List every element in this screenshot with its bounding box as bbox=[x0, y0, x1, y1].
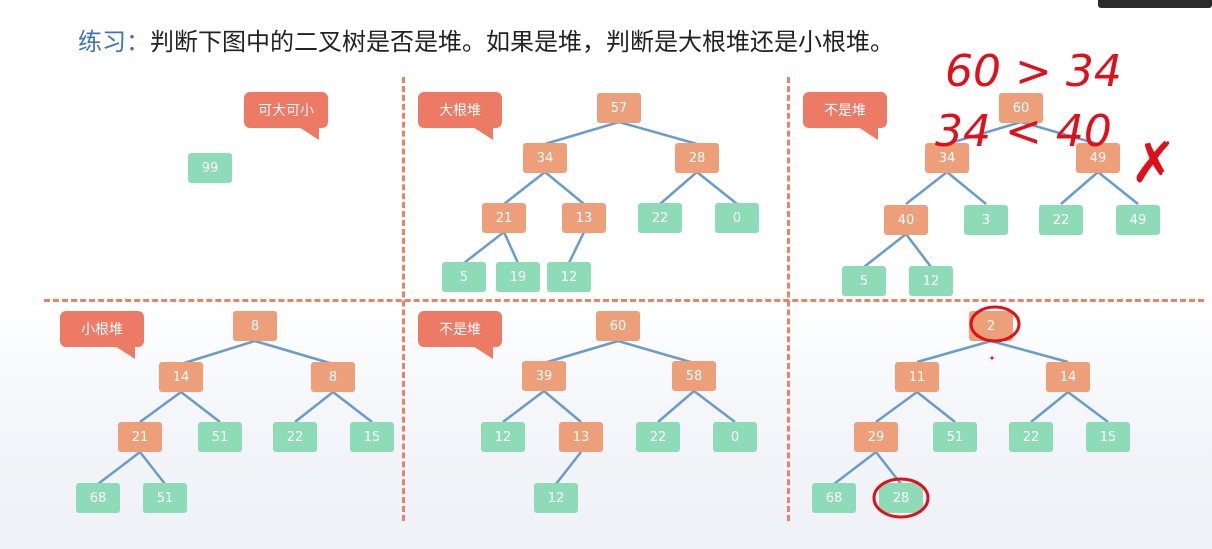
tree-node: 14 bbox=[159, 362, 203, 392]
tree-node: 3 bbox=[964, 205, 1008, 235]
tree-node: 22 bbox=[638, 203, 682, 233]
callout-panel-5: 不是堆 bbox=[418, 311, 502, 347]
tree-node: 60 bbox=[999, 93, 1043, 123]
tree-node: 11 bbox=[895, 362, 939, 392]
annotation-line-2: 34 < 40 bbox=[935, 106, 1112, 157]
tree-node: 51 bbox=[143, 483, 187, 513]
tree-node: 57 bbox=[597, 93, 641, 123]
tree-node: 29 bbox=[854, 422, 898, 452]
tree-node: 21 bbox=[118, 422, 162, 452]
title-lead: 练习： bbox=[78, 28, 150, 56]
tree-node: 40 bbox=[884, 205, 928, 235]
callout-panel-3: 不是堆 bbox=[803, 92, 887, 128]
tree-node: 5 bbox=[842, 266, 886, 296]
tree-node: 99 bbox=[188, 153, 232, 183]
tree-node: 0 bbox=[713, 422, 757, 452]
tree-node: 39 bbox=[522, 361, 566, 391]
tree-node: 49 bbox=[1076, 143, 1120, 173]
tree-node: 60 bbox=[596, 311, 640, 341]
tree-node: 2 bbox=[969, 311, 1013, 341]
tree-node: 8 bbox=[233, 311, 277, 341]
tree-node: 34 bbox=[925, 143, 969, 173]
tree-node: 13 bbox=[562, 203, 606, 233]
tree-node: 22 bbox=[273, 422, 317, 452]
exercise-title: 练习：判断下图中的二叉树是否是堆。如果是堆，判断是大根堆还是小根堆。 bbox=[78, 22, 894, 57]
callout-panel-2: 大根堆 bbox=[418, 92, 502, 128]
tree-node: 68 bbox=[76, 483, 120, 513]
tree-node: 28 bbox=[879, 483, 923, 513]
ink-dot bbox=[990, 356, 994, 360]
circle-node-2 bbox=[969, 305, 1021, 343]
tree-node: 15 bbox=[350, 422, 394, 452]
tree-node: 5 bbox=[442, 262, 486, 292]
tree-node: 14 bbox=[1046, 362, 1090, 392]
tree-node: 58 bbox=[672, 361, 716, 391]
tree-node: 15 bbox=[1086, 422, 1130, 452]
tree-node: 19 bbox=[496, 262, 540, 292]
divider-horizontal bbox=[44, 299, 1204, 302]
circle-node-28 bbox=[872, 477, 930, 519]
tree-node: 12 bbox=[909, 266, 953, 296]
tree-node: 34 bbox=[523, 143, 567, 173]
webcam-thumbnail bbox=[1098, 0, 1212, 8]
title-text: 判断下图中的二叉树是否是堆。如果是堆，判断是大根堆还是小根堆。 bbox=[150, 28, 894, 56]
tree-node: 22 bbox=[1039, 205, 1083, 235]
tree-node: 12 bbox=[547, 262, 591, 292]
tree-node: 28 bbox=[675, 143, 719, 173]
annotation-cross-mark: ✗ bbox=[1130, 131, 1177, 196]
tree-node: 51 bbox=[198, 422, 242, 452]
tree-node: 22 bbox=[1009, 422, 1053, 452]
tree-node: 13 bbox=[559, 422, 603, 452]
tree-node: 51 bbox=[933, 422, 977, 452]
callout-panel-1: 可大可小 bbox=[244, 92, 328, 128]
annotation-line-1: 60 > 34 bbox=[945, 46, 1122, 97]
tree-node: 0 bbox=[715, 203, 759, 233]
tree-node: 12 bbox=[534, 483, 578, 513]
tree-node: 68 bbox=[812, 483, 856, 513]
tree-node: 49 bbox=[1116, 205, 1160, 235]
tree-node: 22 bbox=[636, 422, 680, 452]
tree-node: 12 bbox=[481, 422, 525, 452]
tree-node: 8 bbox=[311, 362, 355, 392]
tree-node: 21 bbox=[482, 203, 526, 233]
callout-panel-4: 小根堆 bbox=[60, 311, 144, 347]
